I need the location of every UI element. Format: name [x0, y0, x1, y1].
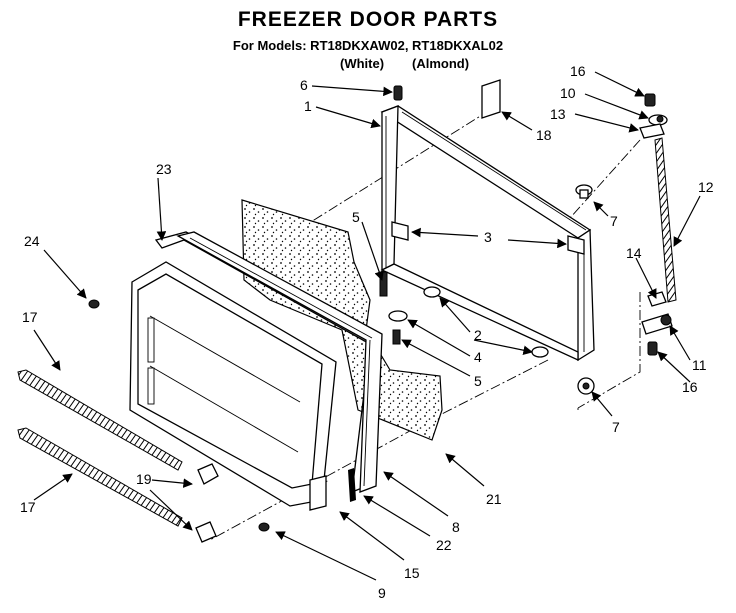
door-liner-frame — [176, 231, 383, 493]
callout-19: 19 — [136, 471, 152, 487]
label-plate — [481, 79, 501, 119]
callout-15: 15 — [404, 565, 420, 581]
models-line: For Models: RT18DKXAW02, RT18DKXAL02 — [232, 38, 504, 53]
callout-8: 8 — [452, 519, 460, 535]
callout-numbers: 6 1 18 16 10 13 12 7 23 5 3 24 14 2 17 4… — [20, 63, 714, 601]
callout-14: 14 — [626, 245, 642, 261]
hinge-bushing-top — [575, 184, 593, 199]
callout-16-bottom: 16 — [682, 379, 698, 395]
callout-16-top: 16 — [570, 63, 586, 79]
callout-4: 4 — [474, 349, 482, 365]
callout-24: 24 — [24, 233, 40, 249]
callout-22: 22 — [436, 537, 452, 553]
shelf-end-cap-upper — [197, 463, 219, 485]
leader-arrows — [33, 71, 701, 581]
callout-11: 11 — [692, 357, 707, 373]
door-liner — [129, 261, 337, 511]
callout-3: 3 — [484, 229, 492, 245]
callout-7-top: 7 — [610, 213, 618, 229]
top-hinge-assembly — [639, 93, 668, 139]
diagram-title: FREEZER DOOR PARTS — [237, 8, 499, 31]
color-white-label: (White) — [340, 56, 385, 71]
door-shelf-lower — [17, 427, 183, 527]
callout-9: 9 — [378, 585, 386, 601]
door-stop-brackets — [391, 221, 585, 255]
door-shelf-upper — [17, 369, 183, 471]
callout-6: 6 — [300, 77, 308, 93]
callout-18: 18 — [536, 127, 552, 143]
callout-1: 1 — [304, 98, 312, 114]
callout-5-bottom: 5 — [474, 373, 482, 389]
shelf-end-cap-lower — [195, 521, 217, 543]
callout-7-bottom: 7 — [612, 419, 620, 435]
trim-strip — [348, 468, 356, 502]
callout-2: 2 — [474, 327, 482, 343]
callout-10: 10 — [560, 85, 576, 101]
callout-23: 23 — [156, 161, 172, 177]
door-handle — [654, 137, 677, 303]
callout-21: 21 — [486, 491, 502, 507]
callout-13: 13 — [550, 106, 566, 122]
hinge-bushing-bottom — [577, 377, 595, 395]
callout-12: 12 — [698, 179, 714, 195]
callout-17-top: 17 — [22, 309, 38, 325]
fasteners — [88, 85, 549, 532]
callout-17-bottom: 17 — [20, 499, 36, 515]
callout-5-top: 5 — [352, 209, 360, 225]
color-almond-label: (Almond) — [412, 56, 470, 71]
